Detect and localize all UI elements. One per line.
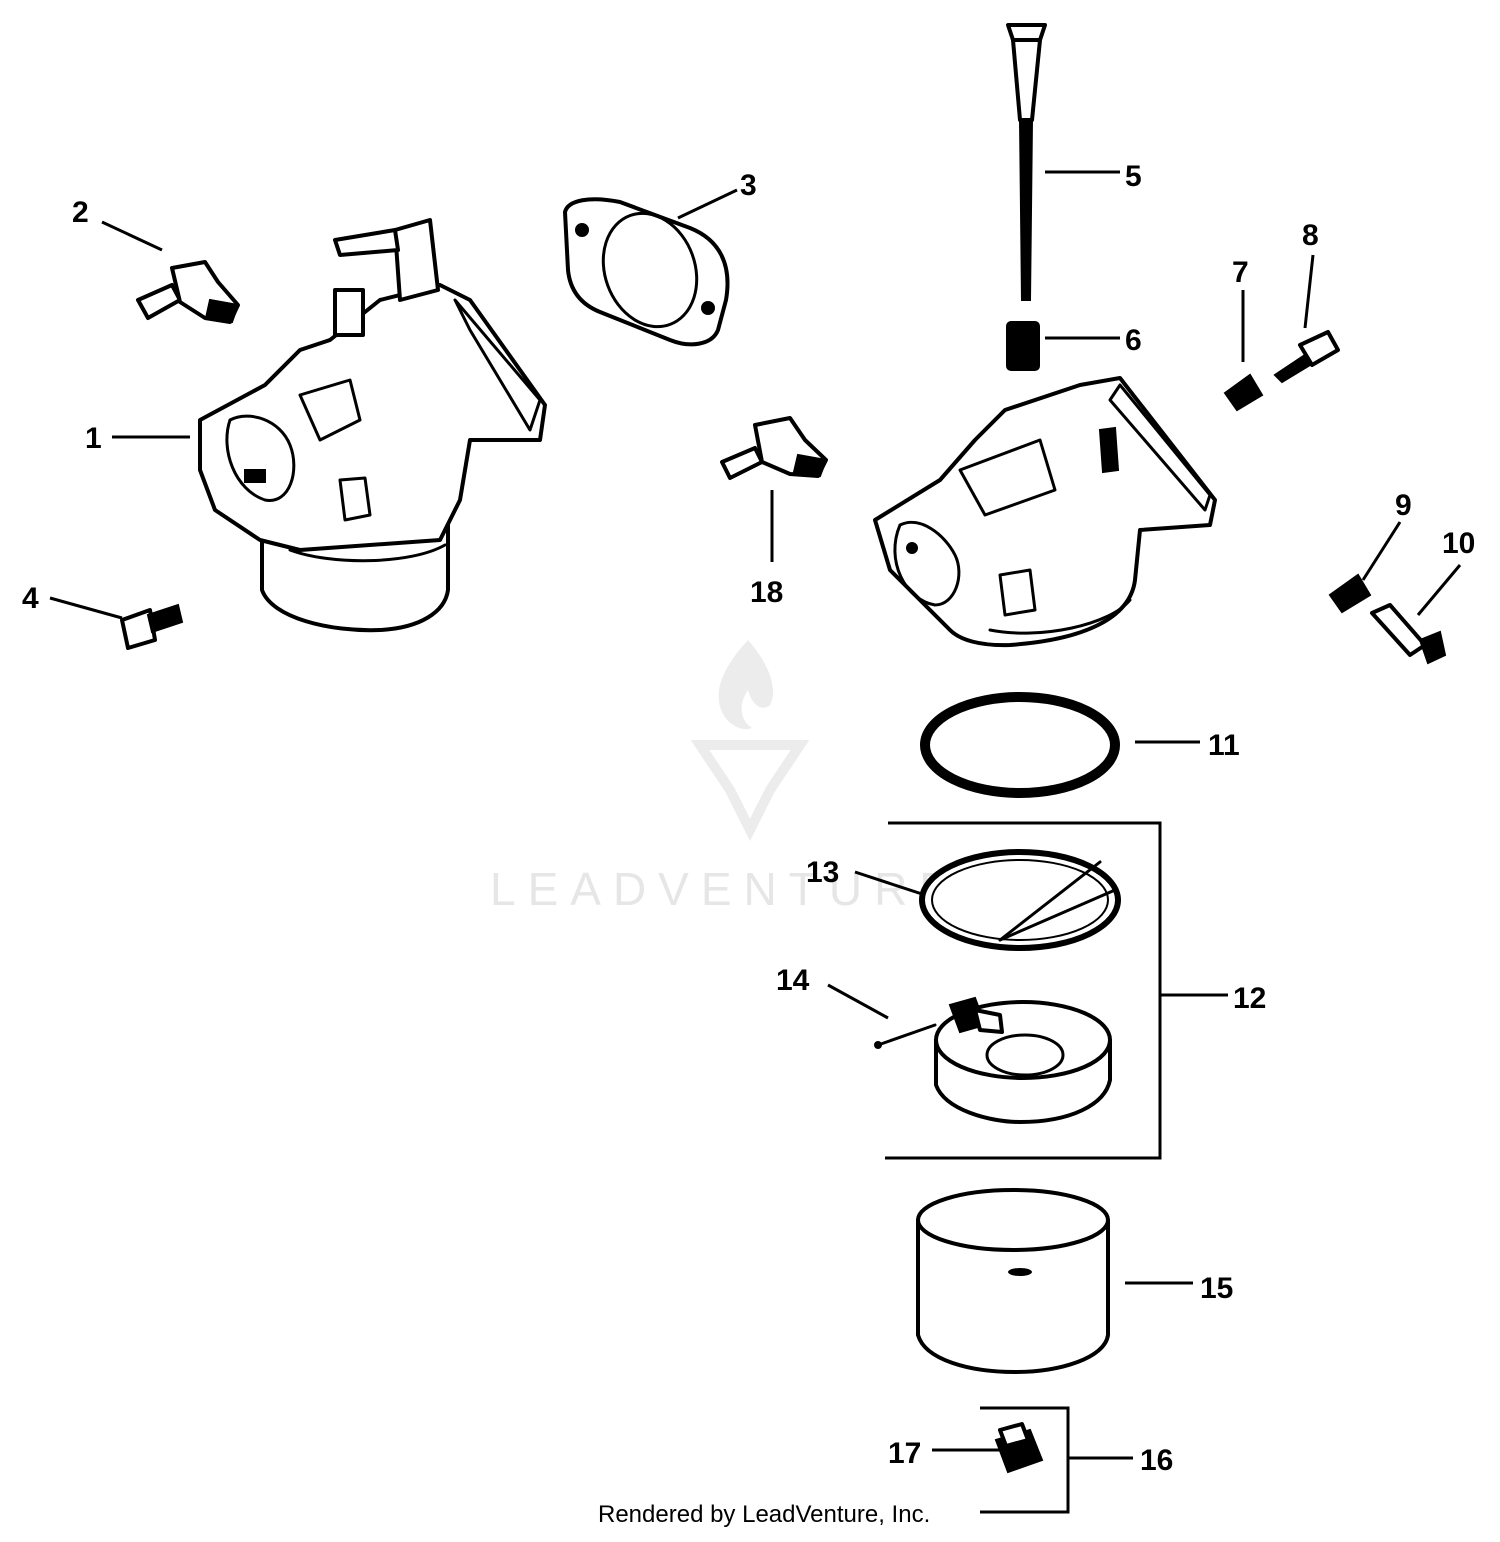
part-15-float-bowl [916, 1188, 1110, 1374]
carburetor-body-right [873, 376, 1217, 648]
part-9-spring [1328, 573, 1372, 614]
watermark-flame-icon [690, 640, 810, 842]
leader-14 [827, 983, 889, 1020]
leader-9 [1361, 521, 1402, 581]
callout-5: 5 [1125, 160, 1142, 193]
watermark: LEADVENTURE [490, 640, 962, 915]
callout-15: 15 [1200, 1272, 1233, 1305]
leader-13 [854, 870, 926, 897]
leader-8 [1303, 254, 1315, 329]
callout-3: 3 [740, 169, 757, 202]
watermark-text: LEADVENTURE [490, 863, 962, 915]
part-10-screw [1370, 603, 1447, 665]
callout-16: 16 [1140, 1444, 1173, 1477]
part-11-o-ring [920, 692, 1120, 798]
footer-credit: Rendered by LeadVenture, Inc. [598, 1501, 930, 1528]
part-4-screw [120, 603, 184, 650]
callout-2: 2 [72, 196, 89, 229]
part-8-screw [1273, 330, 1340, 384]
part-3-gasket [563, 197, 730, 347]
part-18-elbow-fitting [720, 416, 828, 480]
callout-14: 14 [776, 964, 810, 997]
callout-10: 10 [1442, 527, 1475, 560]
callout-7: 7 [1232, 256, 1249, 289]
part-16-bracket [980, 1406, 1070, 1514]
callout-17: 17 [888, 1437, 921, 1470]
part-14-pin [874, 1023, 937, 1049]
leader-4 [49, 596, 123, 620]
part-17-drain-screw [994, 1422, 1044, 1474]
part-6-spring [1006, 321, 1040, 371]
callout-11: 11 [1208, 729, 1240, 762]
leader-lines [49, 170, 1462, 1460]
callout-1: 1 [85, 422, 102, 455]
callout-6: 6 [1125, 324, 1142, 357]
part-13-bowl-piece [919, 849, 1121, 951]
callout-13: 13 [806, 856, 839, 889]
leader-10 [1416, 564, 1462, 616]
leader-2 [101, 220, 163, 252]
callout-18: 18 [750, 576, 783, 609]
callout-labels: 1 2 3 4 5 6 7 8 9 10 11 12 13 14 15 16 1… [22, 160, 1475, 1477]
part-1-carburetor [198, 218, 547, 633]
part-12-bracket [885, 821, 1162, 1160]
callout-4: 4 [22, 582, 39, 615]
part-2-elbow-fitting [136, 260, 240, 324]
float-assembly [934, 996, 1112, 1124]
part-5-needle-screw [1006, 23, 1047, 301]
part-7-spring [1223, 373, 1264, 412]
callout-8: 8 [1302, 219, 1319, 252]
leader-3 [677, 188, 738, 220]
callout-9: 9 [1395, 489, 1412, 522]
callout-12: 12 [1233, 982, 1266, 1015]
